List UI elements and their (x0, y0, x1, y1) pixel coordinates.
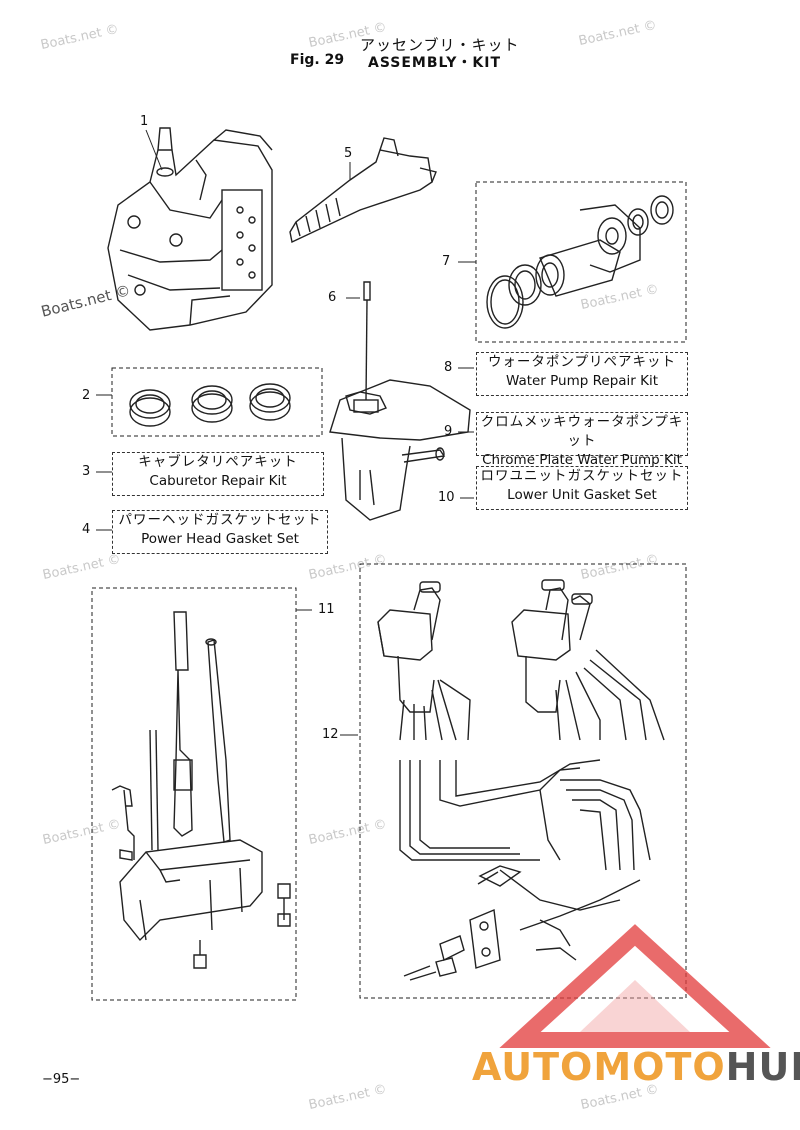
callout-8: 8 (444, 360, 453, 375)
page-number: −95− (42, 1072, 81, 1087)
water-pump-parts (486, 195, 674, 329)
kit-label-power-head-gasket: パワーヘッドガスケットセット Power Head Gasket Set (112, 510, 328, 554)
remote-control-assembly (377, 579, 665, 981)
kit-label-jp: ウォータポンプリペアキット (487, 354, 677, 370)
driveshaft-housing (289, 137, 437, 244)
callout-1: 1 (140, 114, 149, 129)
kit-label-jp: パワーヘッドガスケットセット (118, 512, 322, 528)
kit-label-jp: キャブレタリペアキット (138, 454, 298, 470)
kit-label-caburetor-repair: キャブレタリペアキット Caburetor Repair Kit (112, 452, 324, 496)
kit-label-en: Water Pump Repair Kit (505, 373, 659, 389)
figure-title-en: ASSEMBLY・KIT (368, 55, 502, 71)
callout-11: 11 (318, 602, 335, 617)
leader-lines (96, 129, 476, 736)
kit-label-en: Lower Unit Gasket Set (507, 487, 657, 503)
kit-label-en: Caburetor Repair Kit (149, 473, 287, 489)
callout-4: 4 (82, 522, 91, 537)
callout-3: 3 (82, 464, 91, 479)
tiller-shaft-assembly (111, 611, 291, 969)
kit-outlines (91, 181, 687, 1001)
callout-9: 9 (444, 424, 453, 439)
logo-text-part2: HUB (725, 1045, 800, 1089)
automotohub-logo: AUTOMOTOHUB (472, 1045, 800, 1089)
callout-12: 12 (322, 727, 339, 742)
kit-label-en: Chrome Plate Water Pump Kit (482, 452, 682, 468)
callout-6: 6 (328, 290, 337, 305)
logo-triangle-icon (499, 924, 771, 1048)
callout-7: 7 (442, 254, 451, 269)
figure-number: Fig. 29 (290, 52, 345, 68)
kit-label-lower-unit-gasket: ロワユニットガスケットセット Lower Unit Gasket Set (476, 466, 688, 510)
kit-label-en: Power Head Gasket Set (141, 531, 299, 547)
kit-label-jp: ロワユニットガスケットセット (480, 468, 684, 484)
callout-5: 5 (344, 146, 353, 161)
kit-label-water-pump-repair: ウォータポンプリペアキット Water Pump Repair Kit (476, 352, 688, 396)
lower-unit-gearcase (329, 281, 471, 521)
logo-text-part1: AUTOMOTO (472, 1045, 726, 1089)
gasket-rings (129, 383, 291, 427)
callout-2: 2 (82, 388, 91, 403)
callout-10: 10 (438, 490, 455, 505)
figure-title-jp: アッセンブリ・キット (360, 36, 520, 54)
kit-label-chrome-plate-water-pump: クロムメッキウォータポンプキット Chrome Plate Water Pump… (476, 412, 688, 468)
kit-label-jp: クロムメッキウォータポンプキット (480, 414, 684, 449)
power-head-block (107, 127, 273, 331)
